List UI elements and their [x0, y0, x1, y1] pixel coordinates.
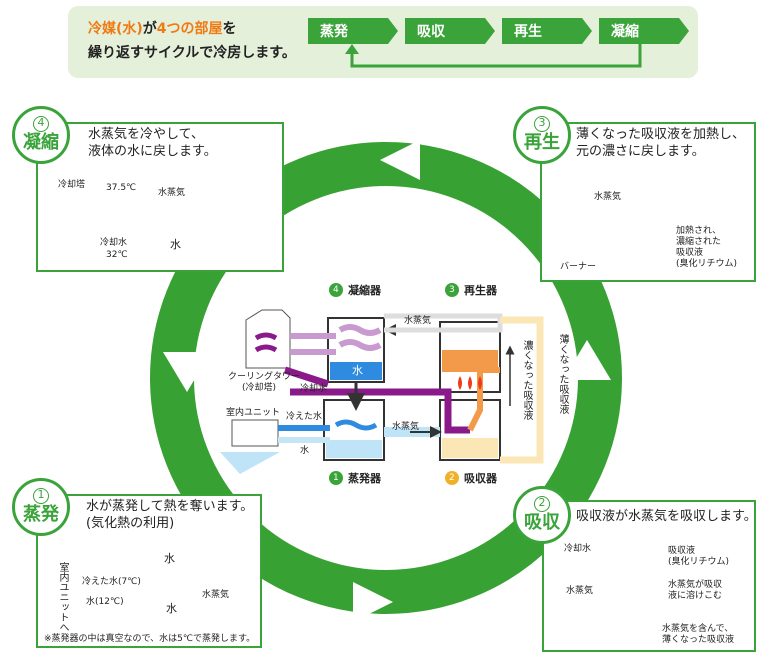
- label-condenser: 凝縮器: [348, 284, 381, 297]
- badge-absorb: 2 吸収: [513, 486, 571, 544]
- banner-loop-arrow: [350, 44, 642, 68]
- panel-evap: [36, 494, 262, 648]
- num-evaporator: 1: [333, 473, 339, 483]
- label-indoor-unit-center: 室内ユニット: [226, 408, 281, 418]
- evap-note: ※蒸発器の中は真空なので、水は5℃で蒸発します。: [44, 634, 256, 644]
- condense-desc: 水蒸気を冷やして、液体の水に戻します。: [88, 127, 217, 159]
- step-condense: 凝縮: [599, 18, 689, 44]
- label-vapor-absorb: 水蒸気: [566, 586, 594, 596]
- panel-absorb: [542, 500, 756, 652]
- label-cold-water-center: 冷えた水: [286, 412, 323, 422]
- label-concentrated: 濃くなった吸収液: [521, 340, 532, 420]
- label-dilute-center: 薄くなった吸収液: [557, 334, 568, 414]
- num-regenerator: 3: [449, 285, 455, 295]
- label-regenerator: 再生器: [464, 284, 497, 297]
- badge-evap: 1 蒸発: [12, 478, 70, 536]
- label-water2-center: 水: [300, 446, 310, 456]
- label-temp-cool: 32℃: [106, 250, 128, 260]
- badge-regen: 3 再生: [513, 106, 571, 164]
- center-machine: [220, 283, 544, 485]
- label-water-top: 水: [164, 552, 175, 565]
- banner-line1: 冷媒(水)が4つの部屋を: [88, 21, 237, 37]
- label-water: 水: [170, 238, 181, 251]
- label-water-bottom: 水: [166, 602, 177, 615]
- label-vapor-top: 水蒸気: [404, 316, 432, 326]
- banner-line2: 繰り返すサイクルで冷房します。: [88, 45, 296, 61]
- panel-regen: [540, 122, 756, 282]
- label-cold-7: 冷えた水(7℃): [82, 577, 141, 587]
- num-condenser: 4: [333, 285, 339, 295]
- step-absorb: 吸収: [405, 18, 495, 44]
- step-evaporate: 蒸発: [308, 18, 398, 44]
- label-absorber: 吸収器: [464, 472, 497, 485]
- label-cooling-tower-center: クーリングタワー (冷却塔): [228, 372, 301, 393]
- regen-desc: 薄くなった吸収液を加熱し、元の濃さに戻します。: [576, 127, 746, 159]
- ring-arrows: [163, 140, 611, 622]
- label-cool-water: 冷却水: [100, 238, 128, 248]
- absorb-desc: 吸収液が水蒸気を吸収します。: [576, 509, 757, 524]
- step-regenerate: 再生: [502, 18, 592, 44]
- label-heated: 加熱され、 濃縮された 吸収液 (臭化リチウム): [676, 226, 738, 269]
- label-water-12: 水(12℃): [86, 597, 124, 607]
- label-water-center: 水: [352, 364, 363, 377]
- label-dilute: 水蒸気を含んで、 薄くなった吸収液: [662, 624, 735, 645]
- label-cooling-tower: 冷却塔: [58, 180, 86, 190]
- label-cool-water-absorb: 冷却水: [564, 544, 592, 554]
- label-cool-water-center: 冷却水: [300, 384, 328, 394]
- label-evaporator: 蒸発器: [348, 472, 381, 485]
- label-vapor-regen: 水蒸気: [594, 192, 622, 202]
- label-vapor-mid: 水蒸気: [392, 422, 420, 432]
- label-vapor-evap: 水蒸気: [202, 590, 230, 600]
- label-indoor-unit: 室内ユニットへ: [57, 562, 68, 632]
- num-absorber: 2: [449, 473, 455, 483]
- label-burner: バーナー: [560, 262, 597, 272]
- label-liquid: 吸収液 (臭化リチウム): [668, 546, 730, 567]
- label-temp-hot: 37.5℃: [106, 183, 137, 193]
- label-absorbs: 水蒸気が吸収 液に溶けこむ: [668, 580, 723, 601]
- panel-condense: [36, 122, 284, 272]
- badge-condense: 4 凝縮: [12, 106, 70, 164]
- label-vapor: 水蒸気: [158, 188, 186, 198]
- evap-desc: 水が蒸発して熱を奪います。(気化熱の利用): [86, 499, 254, 531]
